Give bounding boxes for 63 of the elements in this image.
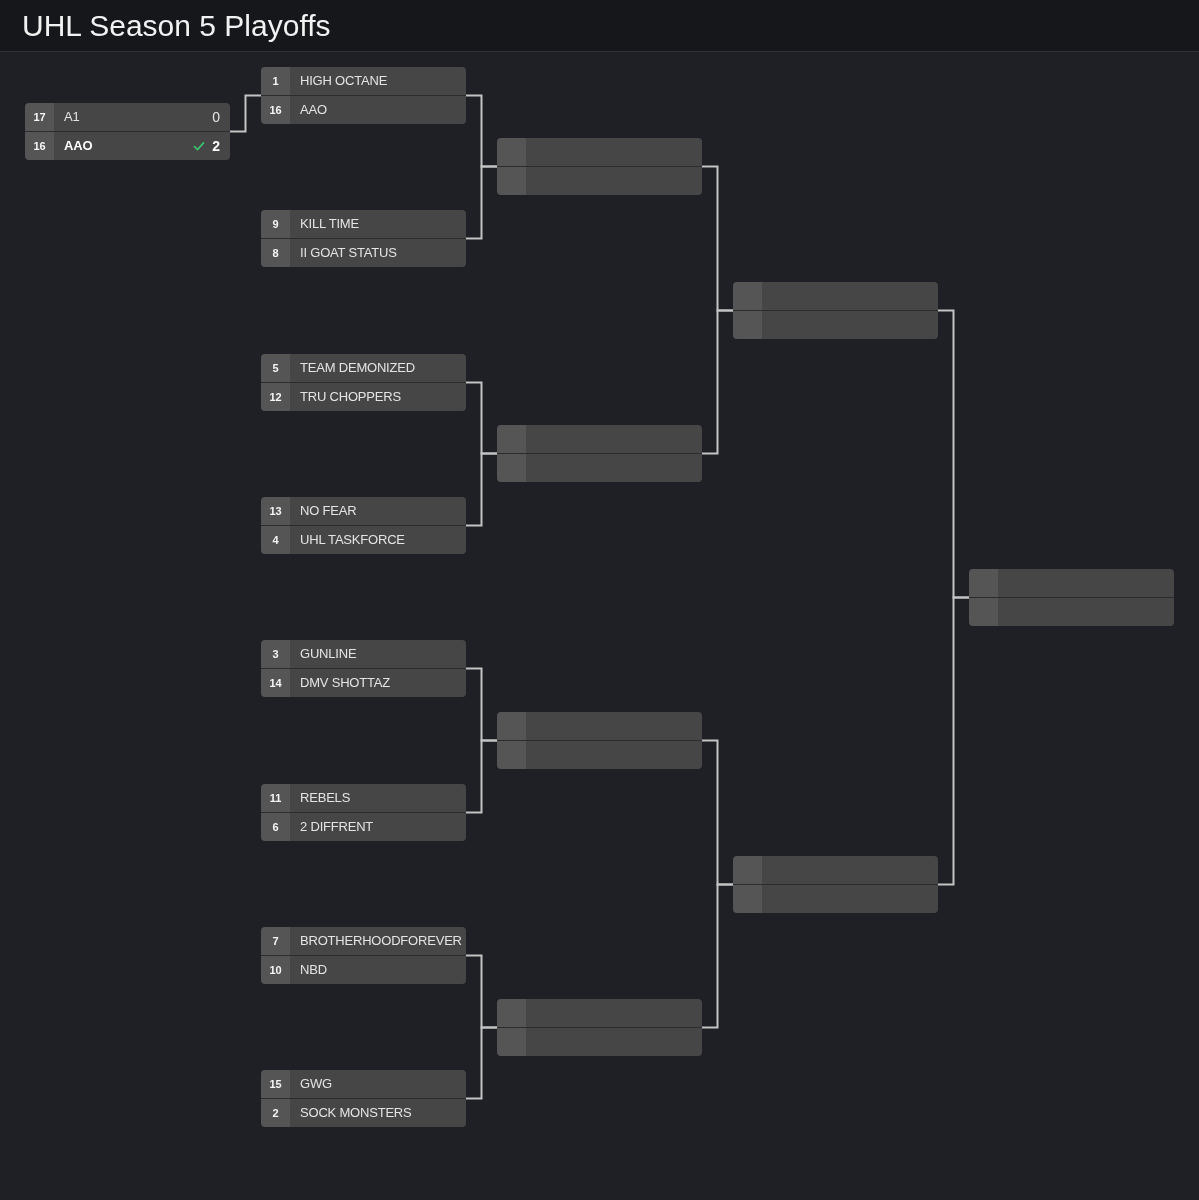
seed-number: 8 [272, 246, 279, 260]
team-name: II GOAT STATUS [300, 245, 397, 261]
seed-number: 2 [272, 1106, 279, 1120]
team-name: DMV SHOTTAZ [300, 675, 390, 691]
bracket-line [701, 883, 734, 1029]
team-name: A1 [64, 109, 80, 125]
bracket-line [701, 309, 734, 455]
team-name: REBELS [300, 790, 351, 806]
team-name: UHL TASKFORCE [300, 532, 405, 548]
match-card [261, 497, 466, 554]
team-name: KILL TIME [300, 216, 359, 232]
match-card [733, 282, 938, 339]
seed-number: 10 [269, 963, 282, 977]
seed-number: 11 [269, 791, 282, 805]
bracket-line [465, 165, 498, 240]
match-card [497, 425, 702, 482]
team-name: NBD [300, 962, 327, 978]
team-name: AAO [64, 138, 93, 154]
team-name: TRU CHOPPERS [300, 389, 401, 405]
seed-number: 12 [269, 390, 282, 404]
team-name: 2 DIFFRENT [300, 819, 374, 835]
seed-number: 4 [272, 533, 279, 547]
match-card [261, 67, 466, 124]
seed-number: 5 [272, 361, 279, 375]
seed-number: 6 [272, 820, 279, 834]
seed-number: 13 [269, 504, 282, 518]
bracket-line [937, 596, 970, 886]
bracket-line [465, 739, 498, 814]
team-name: AAO [300, 102, 327, 118]
match-card [261, 927, 466, 984]
match-card [261, 640, 466, 697]
team-name: GUNLINE [300, 646, 357, 662]
seed-number: 16 [33, 139, 46, 153]
seed-number: 16 [269, 103, 282, 117]
match-card [497, 999, 702, 1056]
match-card [261, 210, 466, 267]
match-card [497, 712, 702, 769]
score: 2 [212, 137, 220, 154]
match-card [261, 784, 466, 841]
match-card [25, 103, 230, 160]
seed-number: 14 [269, 676, 282, 690]
seed-number: 1 [272, 74, 279, 88]
team-name: GWG [300, 1076, 332, 1092]
match-card [497, 138, 702, 195]
team-name: BROTHERHOODFOREVER [300, 933, 462, 949]
seed-number: 7 [272, 934, 279, 948]
seed-number: 9 [272, 217, 279, 231]
team-name: TEAM DEMONIZED [300, 360, 415, 376]
team-name: HIGH OCTANE [300, 73, 388, 89]
seed-number: 17 [33, 110, 46, 124]
team-name: SOCK MONSTERS [300, 1105, 412, 1121]
bracket-line [465, 452, 498, 527]
match-card [261, 1070, 466, 1127]
title: UHL Season 5 Playoffs [22, 8, 331, 44]
bracket-line [465, 1026, 498, 1100]
team-name: NO FEAR [300, 503, 357, 519]
bracket-line [229, 94, 262, 133]
seed-number: 3 [272, 647, 279, 661]
match-card [261, 354, 466, 411]
match-card [733, 856, 938, 913]
match-card [969, 569, 1174, 626]
score: 0 [212, 109, 220, 126]
seed-number: 15 [269, 1077, 282, 1091]
